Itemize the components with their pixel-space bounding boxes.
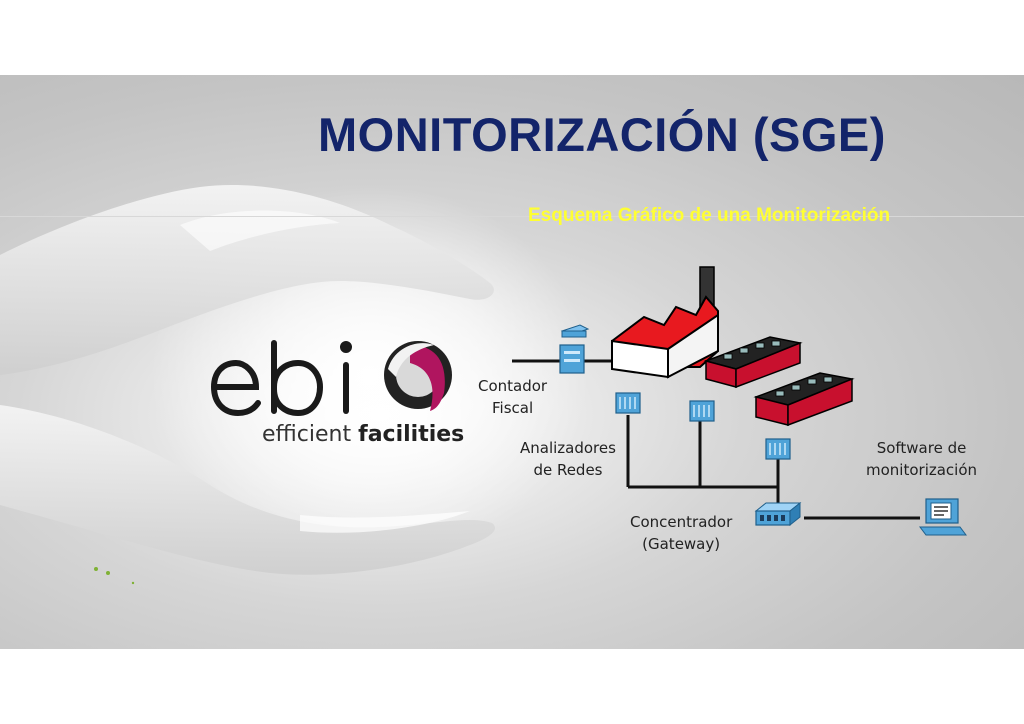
tagline-bold: facilities <box>358 422 465 447</box>
ebi-wordmark <box>210 340 352 417</box>
meter-icon <box>559 324 590 374</box>
divider-line <box>0 216 1024 217</box>
label-concentrador: Concentrador (Gateway) <box>630 513 733 553</box>
gateway-icon <box>754 501 802 527</box>
label-contador: Contador Fiscal <box>478 377 548 417</box>
logo-tagline: efficient facilities <box>262 422 464 447</box>
connection-lines <box>512 359 920 520</box>
label-analizadores: Analizadores de Redes <box>520 439 616 479</box>
label-software: Software de monitorización <box>866 439 978 479</box>
tagline-light: efficient <box>262 422 352 447</box>
diagram-canvas <box>0 184 967 585</box>
computer-icon <box>919 498 967 536</box>
diagram-subtitle: Esquema Gráfico de una Monitorización <box>528 205 891 226</box>
page-title: MONITORIZACIÓN (SGE) <box>318 108 886 161</box>
analyzer-icon <box>615 392 791 460</box>
factory-icon <box>611 266 719 379</box>
ebi-logo-swirl <box>384 341 452 411</box>
server-rack-icon <box>703 336 855 427</box>
hands-image <box>0 184 496 575</box>
slide: MONITORIZACIÓN (SGE) Esquema Gráfico de … <box>0 75 1024 649</box>
